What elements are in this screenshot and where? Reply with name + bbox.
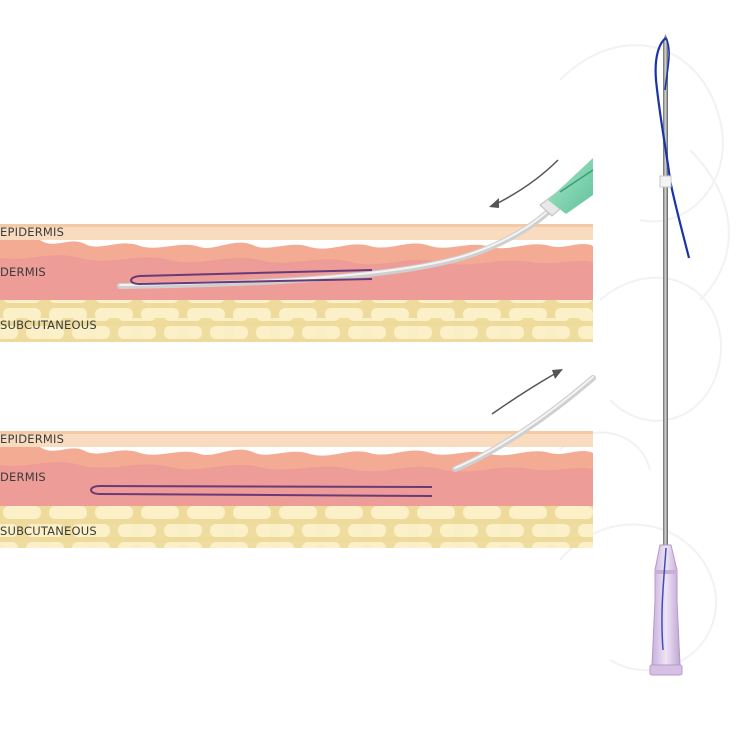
- needle-shaft: [663, 40, 668, 548]
- skin-panel-withdrawal: EPIDERMIS DERMIS SUBCUTANEOUS: [0, 369, 596, 548]
- thread-clip: [659, 175, 672, 188]
- arrow-right-icon: [491, 369, 563, 415]
- pdo-thread: [130, 269, 373, 286]
- subcutaneous-label: SUBCUTANEOUS: [0, 524, 97, 538]
- needle-hub: [539, 158, 594, 217]
- needle-hub-purple: [651, 544, 681, 666]
- dermis-label: DERMIS: [0, 470, 46, 484]
- subcutaneous-label: SUBCUTANEOUS: [0, 318, 97, 332]
- epidermis-label: EPIDERMIS: [0, 225, 64, 239]
- arrow-left-icon: [489, 159, 559, 208]
- blue-thread: [654, 37, 691, 259]
- background-watermark: [559, 44, 730, 672]
- epidermis-layer: [0, 431, 593, 447]
- dermis-label: DERMIS: [0, 265, 46, 279]
- pdo-thread: [90, 484, 433, 497]
- skin-panel-insertion: EPIDERMIS DERMIS SUBCUTANEOUS: [0, 158, 594, 342]
- pdo-needle-product: [649, 34, 691, 676]
- epidermis-label: EPIDERMIS: [0, 432, 64, 446]
- epidermis-layer: [0, 224, 593, 240]
